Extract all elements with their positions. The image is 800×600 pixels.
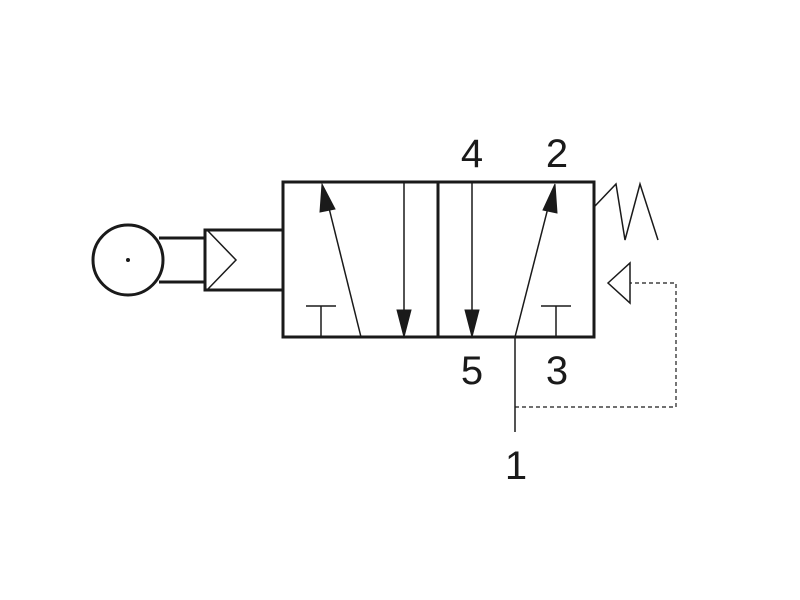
port-label-1: 1 — [505, 444, 527, 488]
left-flow-paths — [319, 182, 412, 339]
plunger-housing — [203, 228, 285, 292]
roller-center-dot — [126, 258, 130, 262]
valve-left-position — [281, 180, 440, 339]
pilot-triangle-icon — [606, 261, 631, 305]
port-label-4: 4 — [461, 132, 483, 176]
exhaust-tee-icon — [541, 305, 571, 337]
port-label-5: 5 — [461, 349, 483, 393]
port-label-3: 3 — [546, 349, 568, 393]
valve-right-position — [436, 180, 596, 339]
exhaust-tee-icon — [306, 305, 336, 337]
spring-return-icon — [594, 181, 659, 241]
right-flow-paths — [464, 182, 558, 339]
port-label-2: 2 — [546, 132, 568, 176]
pilot-line — [515, 282, 677, 408]
roller-lever-icon — [91, 223, 205, 297]
